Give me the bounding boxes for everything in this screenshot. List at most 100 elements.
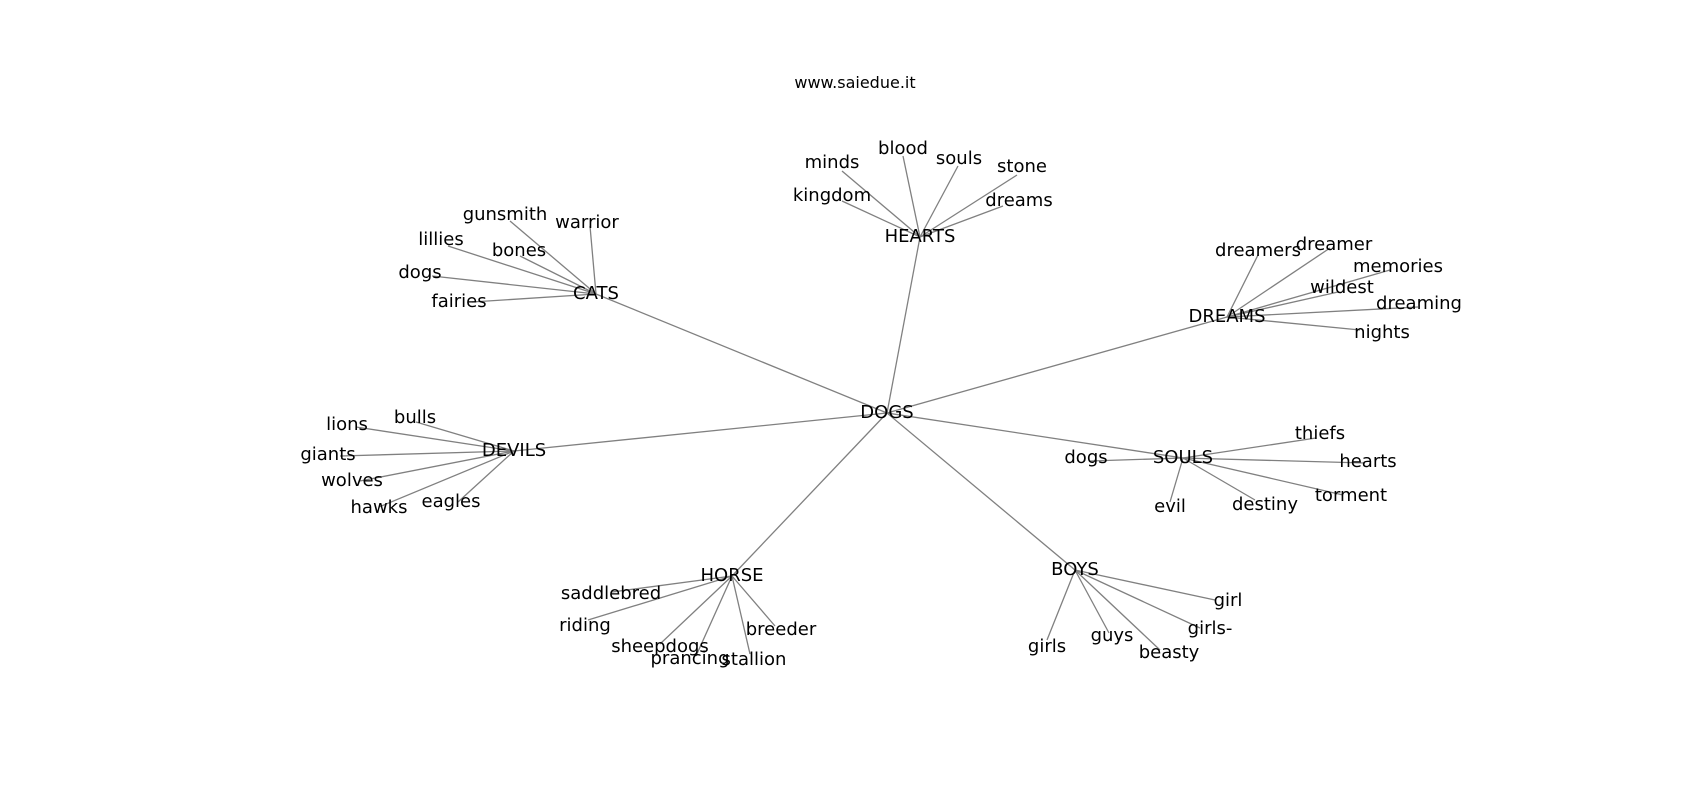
edge-root-to-devils [513,412,888,452]
leaf-node-label: lions [326,414,368,435]
hub-node-label: DREAMS [1188,306,1265,327]
edge-dreams-to-dreamers [1226,254,1259,318]
leaf-node-label: breeder [746,619,817,640]
edge-cats-to-fairies [471,293,597,303]
leaf-node-label: fairies [431,291,486,312]
edge-devils-to-eagles [457,450,515,503]
leaf-node-label: hawks [351,497,408,518]
leaf-node-label: souls [936,148,982,169]
edge-devils-to-hawks [378,450,515,508]
leaf-node-label: riding [559,615,611,636]
leaf-node-label: girl [1214,590,1243,611]
edge-cats-to-gunsmith [509,220,597,295]
leaf-node-label: dreaming [1376,293,1462,314]
leaf-node-label: nights [1354,322,1410,343]
leaf-node-label: saddlebred [561,583,661,604]
edge-root-to-boys [886,412,1076,571]
edge-dreams-to-memories [1226,269,1391,318]
edge-horse-to-breeder [731,575,776,627]
edge-horse-to-prancing [695,575,733,657]
leaf-node-label: destiny [1232,494,1298,515]
leaf-node-label: wolves [321,470,383,491]
hub-node-label: DEVILS [482,440,546,461]
edge-devils-to-lions [355,426,515,452]
edge-devils-to-bulls [415,421,515,452]
edge-hearts-to-souls [919,165,959,238]
edge-root-to-dreams [886,316,1228,414]
edge-hearts-to-blood [902,155,921,238]
edge-horse-to-saddlebred [611,575,733,593]
edge-root-to-horse [731,412,888,577]
edge-boys-to-guys [1074,569,1110,634]
edge-horse-to-stallion [731,575,751,655]
hub-node-label: HORSE [700,565,763,586]
root-node-label: DOGS [860,402,913,423]
leaf-node-label: hearts [1339,451,1396,472]
edge-cats-to-warrior [589,225,597,295]
edge-dreams-to-dreaming [1226,306,1419,318]
leaf-node-label: prancing [651,648,730,669]
leaf-node-label: thiefs [1295,423,1345,444]
leaf-node-label: wildest [1310,277,1374,298]
edge-souls-to-dogs [1089,457,1184,462]
leaf-node-label: dreamers [1215,240,1301,261]
leaf-node-label: sheepdogs [611,636,709,657]
hub-node-label: BOYS [1051,559,1099,580]
edge-root-to-cats [595,293,888,414]
edge-souls-to-thiefs [1182,437,1317,459]
leaf-node-label: blood [878,138,928,159]
leaf-node-label: dreams [985,190,1052,211]
leaf-node-label: dogs [398,262,441,283]
leaf-node-label: girls- [1188,618,1233,639]
edge-hearts-to-minds [841,170,921,238]
leaf-node-label: minds [805,152,860,173]
edge-hearts-to-stone [919,174,1018,238]
leaf-node-label: memories [1353,256,1443,277]
leaf-node-label: stone [997,156,1047,177]
hub-node-label: HEARTS [885,226,956,247]
edge-hearts-to-kingdom [841,200,921,238]
edge-root-to-hearts [886,236,921,414]
edge-horse-to-sheepdogs [659,575,733,645]
edge-souls-to-evil [1169,457,1184,503]
leaf-node-label: bones [492,240,546,261]
edge-dreams-to-dreamer [1226,247,1331,318]
leaf-node-label: beasty [1139,642,1200,663]
leaf-node-label: dogs [1064,447,1107,468]
edge-hearts-to-dreams [919,205,1004,238]
edge-horse-to-riding [587,575,733,621]
edge-boys-to-girl [1074,569,1216,601]
leaf-node-label: giants [300,444,355,465]
edge-cats-to-bones [519,255,597,295]
leaf-node-label: gunsmith [463,204,548,225]
diagram-title: www.saiedue.it [794,73,915,92]
hub-node-label: SOULS [1153,447,1213,468]
leaf-node-label: bulls [394,407,436,428]
leaf-node-label: torment [1315,485,1387,506]
leaf-node-label: evil [1154,496,1186,517]
edge-souls-to-destiny [1182,457,1256,501]
edges-layer [339,155,1419,657]
labels-layer: DOGS HEARTS minds blood souls stone kingdom dre… [300,138,1462,670]
hub-node-label: CATS [573,283,619,304]
leaf-node-label: girls [1028,636,1066,657]
leaf-node-label: guys [1091,625,1134,646]
edge-root-to-souls [886,412,1184,459]
edge-devils-to-wolves [359,450,515,482]
leaf-node-label: kingdom [793,185,871,206]
leaf-node-label: dreamer [1296,234,1373,255]
edge-devils-to-giants [339,450,515,457]
edge-dreams-to-nights [1226,316,1361,331]
edge-boys-to-girls [1074,569,1201,629]
edge-dreams-to-wildest [1226,291,1339,318]
leaf-node-label: lillies [418,229,463,250]
edge-cats-to-dogs [431,275,597,295]
leaf-node-label: warrior [555,212,619,233]
leaf-node-label: eagles [422,491,481,512]
edge-cats-to-lillies [447,245,597,295]
leaf-node-label: stallion [722,649,787,670]
edge-boys-to-beasty [1074,569,1161,651]
edge-boys-to-girls [1046,569,1076,641]
edge-souls-to-hearts [1182,457,1366,464]
